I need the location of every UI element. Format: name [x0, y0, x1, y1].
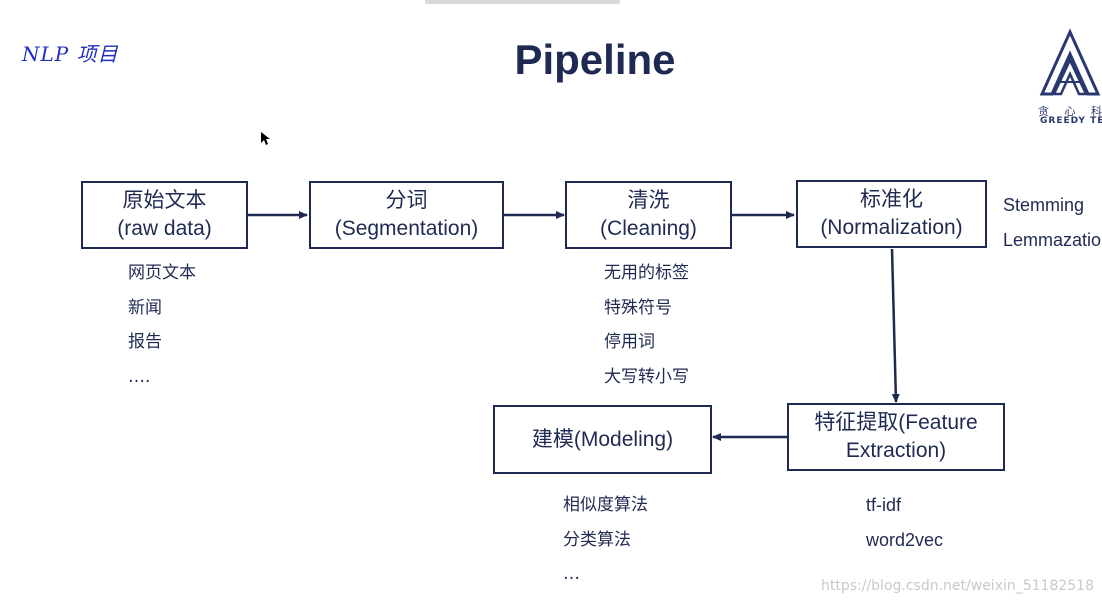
list-item: 相似度算法: [563, 495, 648, 515]
stage-feature-extraction-line2: Extraction): [845, 439, 947, 462]
stage-raw-data-line2: (raw data): [117, 217, 212, 240]
page-title: Pipeline: [514, 36, 676, 83]
list-item: tf-idf: [866, 495, 902, 515]
stage-cleaning-line2: (Cleaning): [600, 217, 697, 240]
list-item: 报告: [128, 332, 162, 352]
stage-raw-data-line1: 原始文本: [122, 189, 207, 212]
list-item: 分类算法: [563, 529, 631, 550]
list-item: word2vec: [866, 529, 944, 550]
stage-segmentation-line1: 分词: [385, 189, 428, 212]
logo-english-text: GREEDY TECH: [1040, 116, 1102, 126]
arrow-normalization-to-feature: [890, 248, 900, 403]
cleaning-items-list: 无用的标签 特殊符号 停用词 大写转小写: [604, 256, 689, 394]
stage-segmentation-line2: (Segmentation): [334, 217, 479, 240]
list-item: 停用词: [604, 332, 655, 352]
handwritten-note: NLP 项目: [22, 42, 119, 66]
list-item: 特殊符号: [604, 297, 672, 318]
stage-segmentation-box: 分词 (Segmentation): [309, 181, 504, 249]
list-item: …: [563, 564, 580, 584]
stage-normalization-box: 标准化 (Normalization): [796, 180, 987, 248]
stage-feature-extraction-line1: 特征提取(Feature: [814, 411, 978, 434]
list-item: 网页文本: [128, 263, 196, 283]
stage-cleaning-line1: 清洗: [627, 189, 670, 212]
greedy-tech-logo-icon: [1039, 28, 1101, 96]
mouse-cursor-icon: [261, 132, 270, 145]
stage-normalization-line1: 标准化: [860, 188, 923, 211]
logo-chinese-text: 贪 心 科: [1038, 105, 1102, 118]
stage-cleaning-box: 清洗 (Cleaning): [565, 181, 732, 249]
list-item: Lemmazation: [1003, 230, 1102, 250]
stage-modeling-box: 建模(Modeling): [493, 405, 712, 474]
normalization-items-list: Stemming Lemmazation: [1003, 188, 1102, 258]
raw-data-examples-list: 网页文本 新闻 报告 ….: [128, 256, 196, 394]
feature-items-list: tf-idf word2vec: [866, 488, 943, 557]
top-handle-bar: [425, 0, 620, 4]
watermark-url: https://blog.csdn.net/weixin_51182518: [820, 578, 1094, 594]
stage-raw-data-box: 原始文本 (raw data): [81, 181, 248, 249]
list-item: 新闻: [128, 297, 162, 318]
stage-feature-extraction-box: 特征提取(Feature Extraction): [787, 403, 1005, 471]
list-item: ….: [128, 366, 151, 387]
list-item: Stemming: [1003, 195, 1085, 215]
stage-modeling-line1: 建模(Modeling): [531, 427, 674, 451]
list-item: 大写转小写: [604, 366, 689, 387]
list-item: 无用的标签: [604, 263, 689, 283]
stage-normalization-line2: (Normalization): [820, 216, 963, 239]
modeling-items-list: 相似度算法 分类算法 …: [563, 488, 648, 592]
